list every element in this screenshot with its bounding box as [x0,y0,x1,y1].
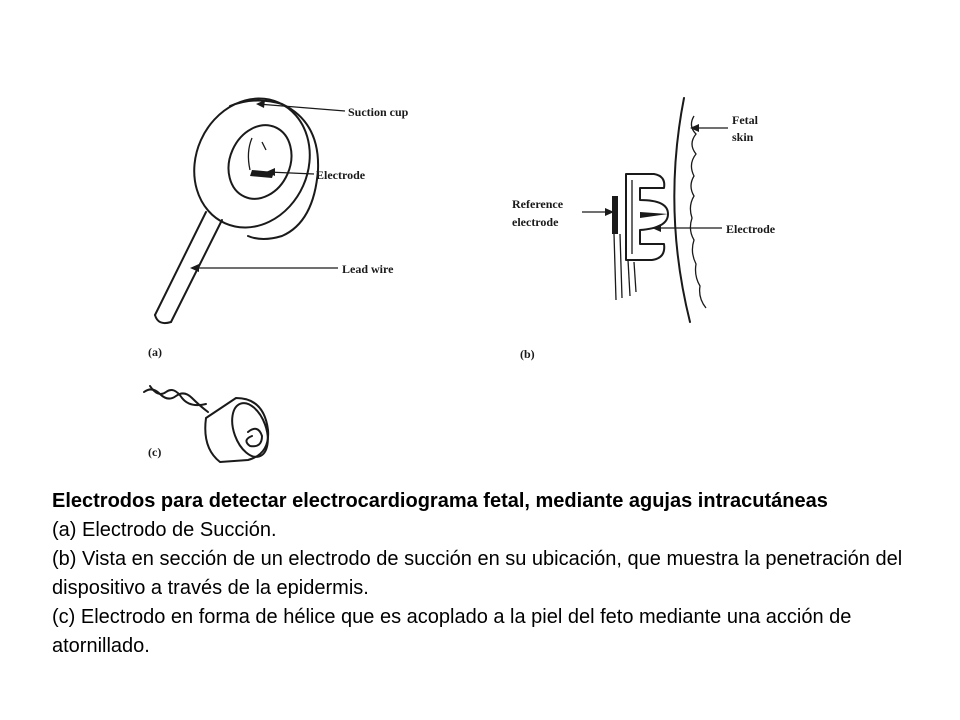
panel-c-helix-electrode [143,385,270,463]
caption-line-b: (b) Vista en sección de un electrodo de … [52,548,903,599]
lead-wire-label: Lead wire [342,262,394,276]
caption-line-c: (c) Electrodo en forma de hélice que es … [52,606,852,657]
suction-cup-label: Suction cup [348,105,409,119]
panel-a-suction-electrode [154,97,320,325]
panel-c-label: (c) [148,445,161,459]
panel-b-label: (b) [520,347,535,361]
panel-a-leaders [190,100,346,272]
panel-b-section-view [612,97,707,323]
panel-b-leaders [582,124,728,232]
fetal-skin-label-line2: skin [732,130,754,144]
caption-title: Electrodos para detectar electrocardiogr… [52,490,828,512]
fetal-skin-label-line1: Fetal [732,113,759,127]
reference-electrode-label-line2: electrode [512,215,559,229]
electrode-diagram: Suction cup Electrode Lead wire (a) Feta… [143,97,776,463]
electrode-label-b: Electrode [726,222,776,236]
figure-caption: Electrodos para detectar electrocardiogr… [52,487,932,661]
electrode-label-a: Electrode [316,168,366,182]
caption-line-a: (a) Electrodo de Succión. [52,519,277,541]
panel-a-label: (a) [148,345,162,359]
reference-electrode-label-line1: Reference [512,197,564,211]
